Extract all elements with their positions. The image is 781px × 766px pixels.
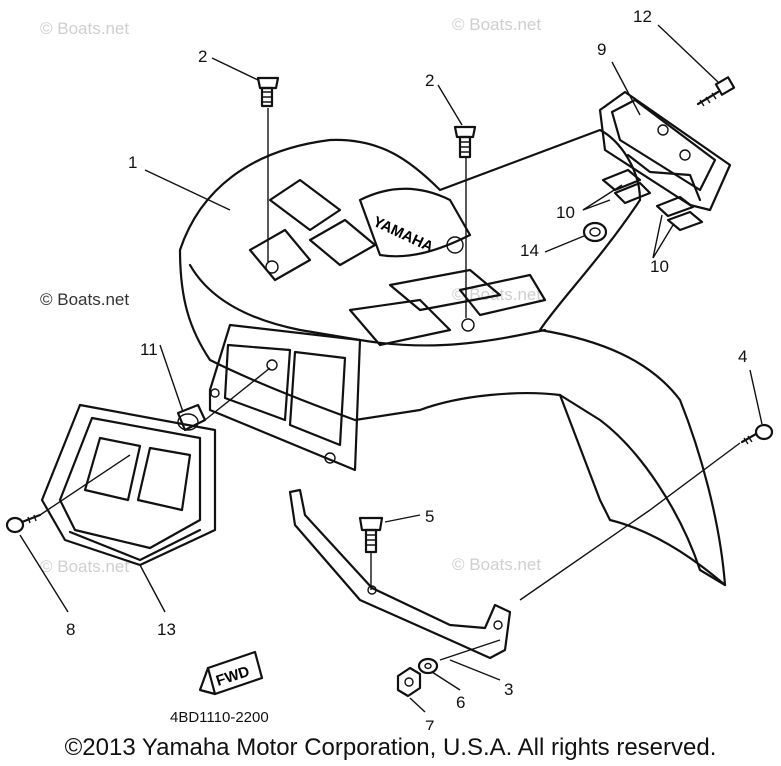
leader-lines	[19, 24, 763, 713]
fwd-label: FWD	[214, 663, 252, 690]
bolt-part-5	[358, 516, 384, 554]
screw-part-12	[696, 76, 736, 107]
watermark: © Boats.net	[452, 15, 541, 34]
callout-7: 7	[425, 717, 434, 730]
bolt-part-2-left	[256, 76, 280, 108]
nut-part-7	[396, 666, 422, 698]
watermark: © Boats.net	[452, 555, 541, 574]
yamaha-emblem: YAMAHA	[370, 213, 436, 256]
callout-13: 13	[157, 620, 176, 639]
bolt-part-4	[740, 423, 774, 445]
callout-2: 2	[425, 71, 434, 90]
screw-part-8	[5, 513, 42, 534]
callout-3: 3	[504, 680, 513, 699]
callout-4: 4	[738, 347, 747, 366]
callout-10: 10	[556, 203, 575, 222]
callout-10: 10	[650, 257, 669, 276]
callout-14: 14	[520, 241, 539, 260]
part-code: 4BD1110-2200	[170, 709, 269, 726]
copyright-notice: ©2013 Yamaha Motor Corporation, U.S.A. A…	[64, 734, 717, 761]
light-housing-part-9	[598, 90, 732, 212]
callout-8: 8	[66, 620, 75, 639]
washer-part-6	[417, 657, 439, 675]
callout-9: 9	[597, 40, 606, 59]
callout-2: 2	[198, 47, 207, 66]
callout-5: 5	[425, 507, 434, 526]
watermark: © Boats.net	[40, 290, 129, 309]
bolt-part-2-right	[453, 125, 477, 159]
grommet-part-14	[582, 221, 608, 243]
callout-12: 12	[633, 7, 652, 26]
watermark: © Boats.net	[40, 19, 129, 38]
fwd-arrow: FWD	[198, 650, 264, 696]
headlight-bezel-part-13	[40, 403, 217, 567]
pad-part-10	[601, 168, 704, 232]
callout-11: 11	[140, 340, 158, 359]
bracket-part-3	[288, 488, 512, 660]
watermark: © Boats.net	[40, 557, 129, 576]
callout-1: 1	[128, 153, 137, 172]
callout-6: 6	[456, 693, 465, 712]
front-fender-part-1: YAMAHA	[178, 128, 727, 587]
